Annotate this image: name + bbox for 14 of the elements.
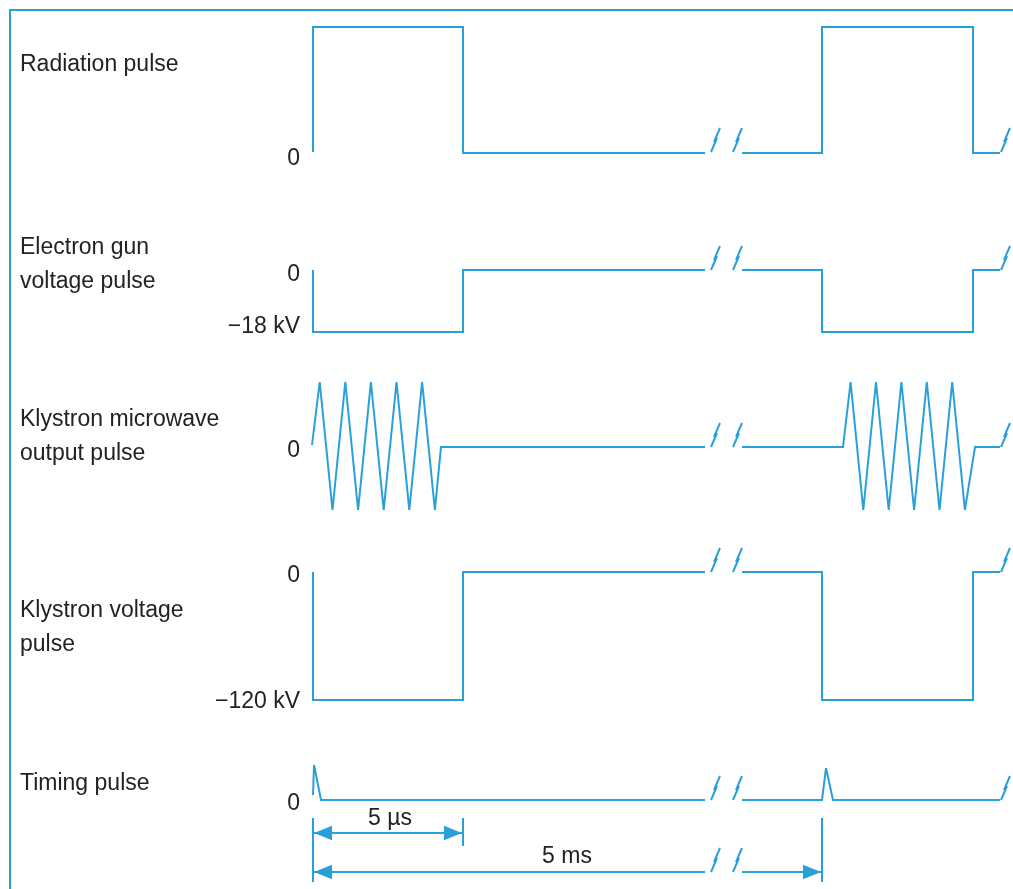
dimension-label: 5 µs — [367, 803, 413, 832]
waveform-label: Electron gun voltage pulse — [20, 232, 157, 295]
axis-value: 0 — [286, 143, 300, 172]
axis-value: 0 — [286, 560, 300, 589]
axis-value: 0 — [286, 788, 300, 817]
waveform-label: Radiation pulse — [20, 49, 180, 78]
waveform-label: Timing pulse — [20, 768, 151, 797]
waveform-label: Klystron microwave output pulse — [20, 404, 220, 467]
waveform-label: Klystron voltage pulse — [20, 595, 185, 658]
axis-value: −18 kV — [226, 311, 300, 340]
axis-value: −120 kV — [213, 686, 300, 715]
axis-value: 0 — [286, 435, 300, 464]
dimension-label: 5 ms — [541, 841, 593, 870]
axis-value: 0 — [286, 259, 300, 288]
